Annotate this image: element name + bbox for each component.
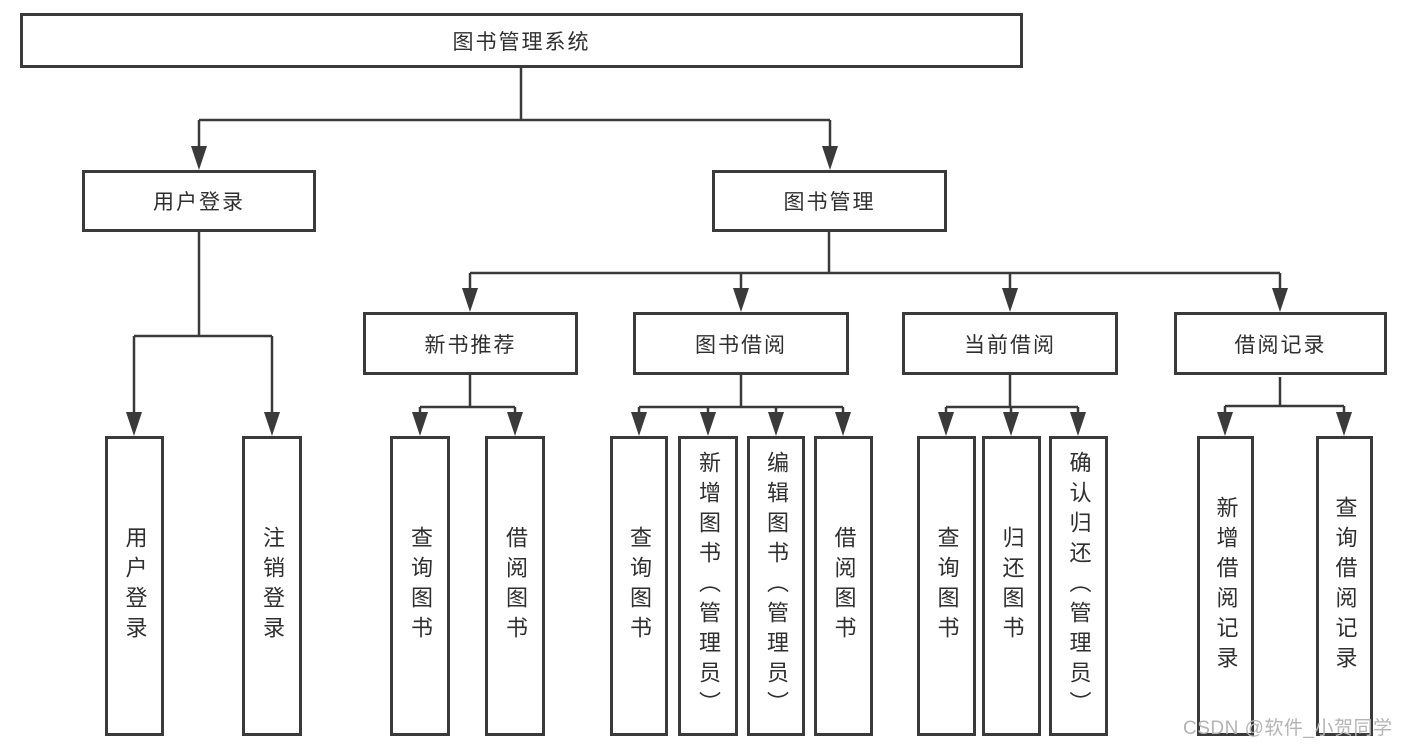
node-add-borrow-record: 新增借阅记录 — [1197, 436, 1254, 736]
node-edit-books-admin: 编辑图书（管理员） — [747, 436, 805, 736]
node-user-login-leaf: 用户登录 — [105, 436, 164, 736]
node-current-borrowing: 当前借阅 — [902, 312, 1118, 375]
node-borrow-books-1: 借阅图书 — [485, 436, 545, 736]
node-logout: 注销登录 — [242, 436, 302, 736]
node-new-book-recommend: 新书推荐 — [363, 312, 578, 375]
node-system: 图书管理系统 — [20, 13, 1023, 68]
node-query-books-3: 查询图书 — [917, 436, 976, 736]
node-query-borrow-record: 查询借阅记录 — [1316, 436, 1373, 736]
node-query-books-1: 查询图书 — [390, 436, 450, 736]
node-confirm-return-admin: 确认归还（管理员） — [1049, 436, 1108, 736]
node-borrow-books-2: 借阅图书 — [814, 436, 873, 736]
node-query-books-2: 查询图书 — [610, 436, 668, 736]
node-book-borrowing: 图书借阅 — [633, 312, 849, 375]
node-user-login: 用户登录 — [82, 170, 316, 232]
node-return-books: 归还图书 — [982, 436, 1041, 736]
watermark: CSDN @软件_小贺同学 — [1183, 718, 1393, 739]
node-borrowing-records: 借阅记录 — [1174, 312, 1387, 375]
node-add-books-admin: 新增图书（管理员） — [678, 436, 738, 736]
node-book-management: 图书管理 — [712, 170, 947, 232]
